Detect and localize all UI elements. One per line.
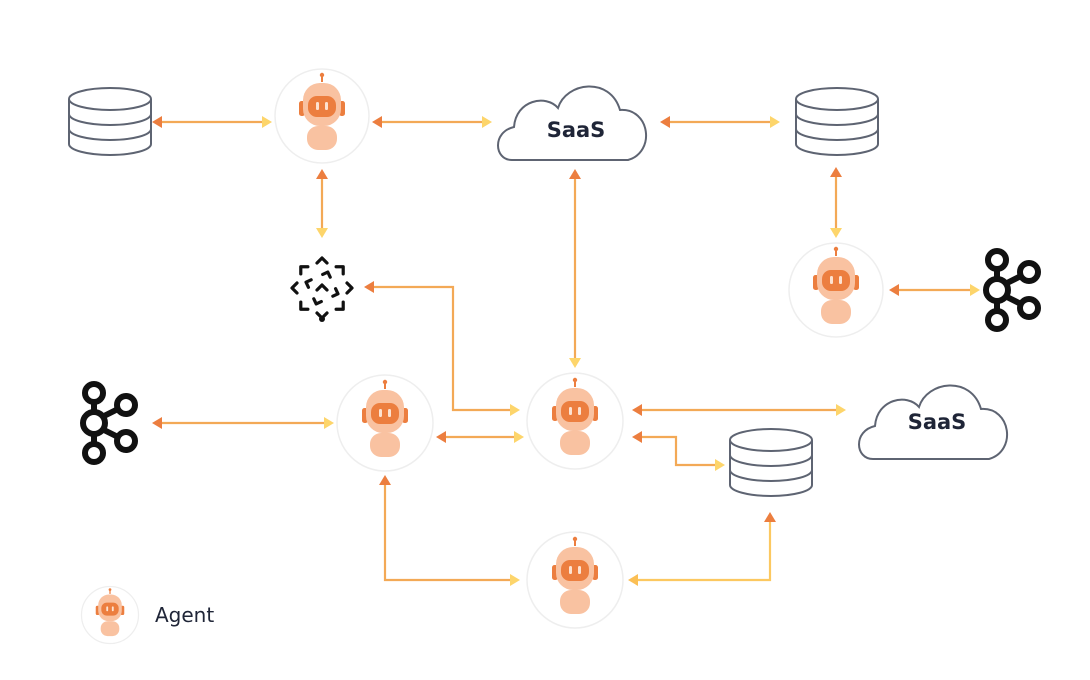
agent-node-top-left	[274, 68, 370, 164]
agent-node-right	[788, 242, 884, 338]
connector-saas-top-agent-center	[569, 169, 581, 368]
legend-agent-label: Agent	[155, 603, 214, 627]
kafka-icon	[986, 251, 1038, 329]
connector-db2-agent-b	[830, 167, 842, 238]
saas-label: SaaS	[547, 118, 606, 142]
saas-cloud-right: SaaS	[858, 384, 1009, 460]
kubernetes-knative-icon	[290, 256, 354, 322]
connector-agent-center-saas-right	[632, 404, 846, 416]
connector-agent-b-kafka-right	[889, 284, 980, 296]
database-icon	[729, 428, 813, 497]
connector-agent-left-agent-center	[436, 431, 524, 443]
database-icon	[68, 87, 152, 156]
connector-db1-agent-a	[152, 116, 272, 128]
connector-agent-a-knative	[316, 169, 328, 238]
connector-agent-a-saas-top	[372, 116, 492, 128]
connector-agent-center-db3	[632, 431, 725, 471]
database-icon	[795, 87, 879, 156]
connector-agent-center-knative	[364, 281, 520, 416]
saas-cloud-top: SaaS	[497, 85, 648, 161]
kafka-icon	[83, 384, 135, 462]
connector-agent-bottom-db3	[628, 512, 776, 586]
agent-node-left	[336, 374, 434, 472]
saas-label: SaaS	[908, 410, 967, 434]
agent-node-bottom	[526, 531, 624, 629]
agent-node-center	[526, 372, 624, 470]
connector-kafka-left-agent-left	[152, 417, 334, 429]
connector-agent-left-agent-bottom	[379, 475, 520, 586]
legend: Agent	[80, 585, 214, 645]
connectors	[152, 116, 980, 586]
legend-agent-marker	[80, 585, 140, 645]
connector-saas-top-db2	[660, 116, 780, 128]
